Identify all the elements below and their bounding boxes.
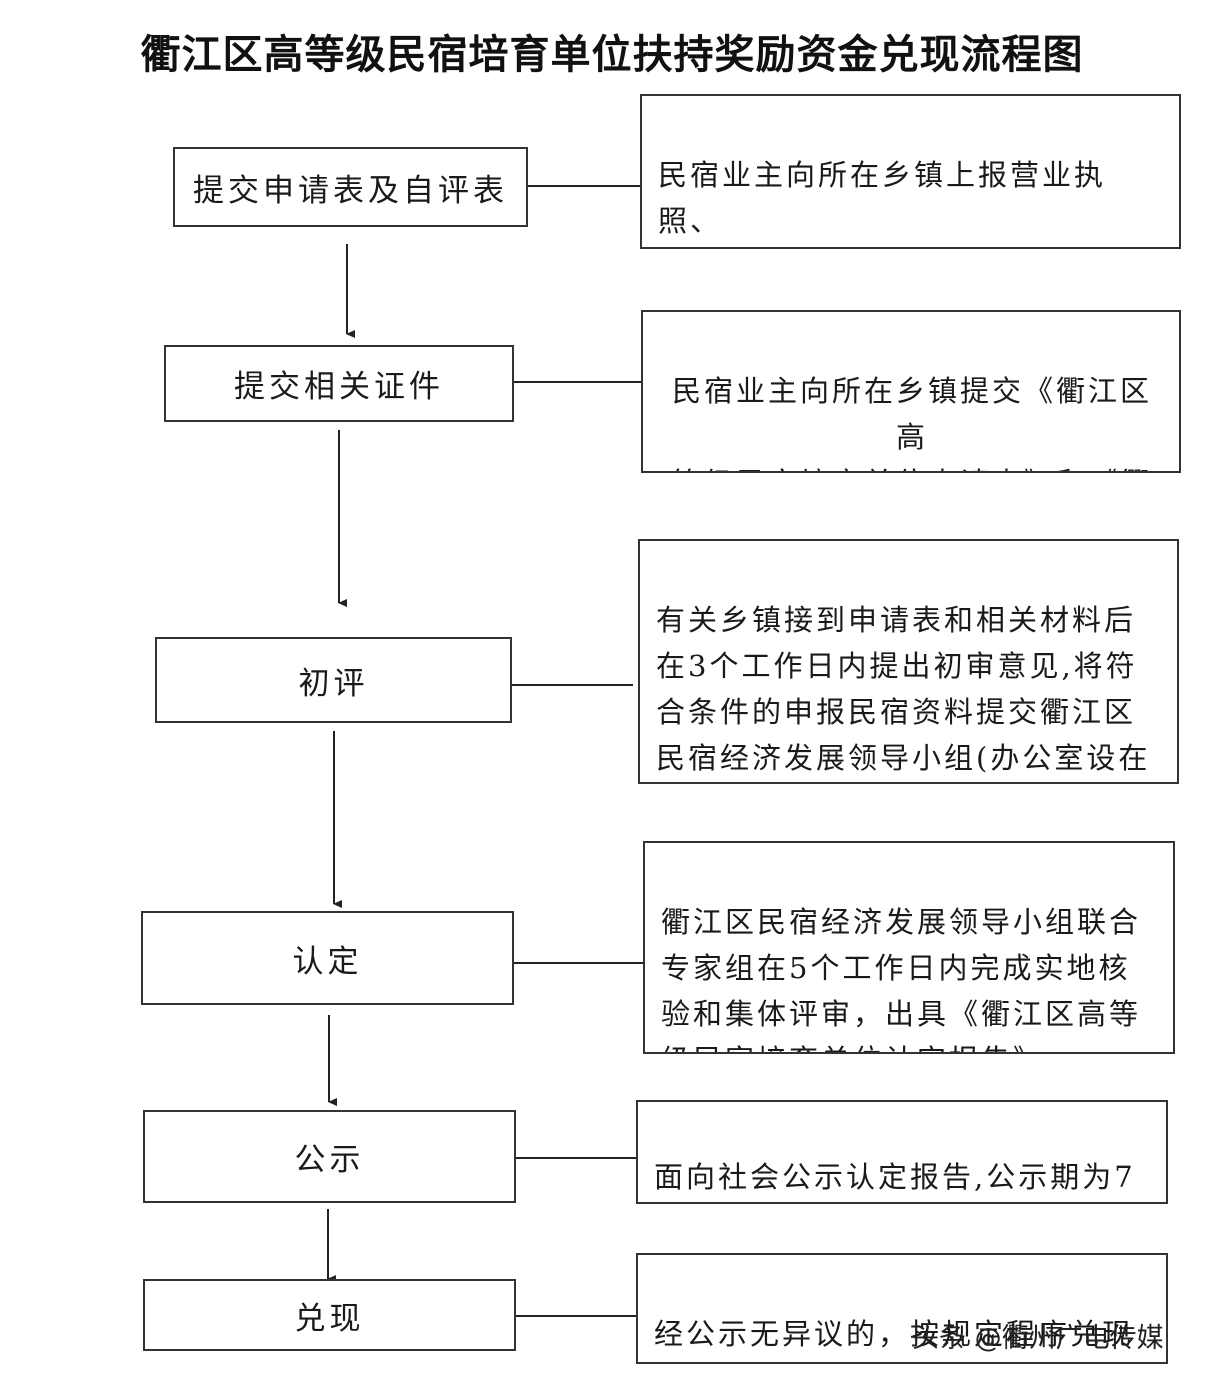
step-box-preliminary-review: 初评 [155,637,512,723]
description-text: 有关乡镇接到申请表和相关材料后 在3个工作日内提出初审意见,将符 合条件的申报民… [656,603,1151,775]
description-text: 衢江区民宿经济发展领导小组联合 专家组在5个工作日内完成实地核 验和集体评审，出… [661,905,1142,1052]
step-box-submit-application: 提交申请表及自评表 [173,147,528,227]
description-box-certification: 衢江区民宿经济发展领导小组联合 专家组在5个工作日内完成实地核 验和集体评审，出… [643,841,1175,1054]
step-label: 兑现 [294,1300,365,1337]
description-text: 面向社会公示认定报告,公示期为7 个工作日 [654,1160,1136,1194]
step-box-certification: 认定 [141,911,514,1005]
description-text: 经公示无异议的，按规定程序兑现 扶持奖励资金 [654,1317,1135,1351]
description-box-public-notice: 面向社会公示认定报告,公示期为7 个工作日 [636,1100,1168,1204]
step-label: 公示 [294,1142,365,1178]
description-box-preliminary-review: 有关乡镇接到申请表和相关材料后 在3个工作日内提出初审意见,将符 合条件的申报民… [638,539,1179,784]
step-label: 认定 [292,943,363,980]
step-box-public-notice: 公示 [143,1110,516,1203]
description-box-submit-application: 民宿业主向所在乡镇上报营业执照、 特种行业经营许可证、卫生许可证、 食品经营许可… [640,94,1181,249]
step-label: 提交相关证件 [234,369,444,405]
description-box-payout: 经公示无异议的，按规定程序兑现 扶持奖励资金 [636,1253,1168,1364]
description-text: 民宿业主向所在乡镇提交《衢江区高 等级民宿培育单位申请表》和《衢江 区高等级民宿… [671,374,1152,471]
description-box-submit-certificates: 民宿业主向所在乡镇提交《衢江区高 等级民宿培育单位申请表》和《衢江 区高等级民宿… [641,310,1181,473]
step-label: 初评 [298,665,369,702]
step-box-payout: 兑现 [143,1279,516,1351]
step-box-submit-certificates: 提交相关证件 [164,345,514,422]
description-text: 民宿业主向所在乡镇上报营业执照、 特种行业经营许可证、卫生许可证、 食品经营许可… [658,158,1107,238]
step-label: 提交申请表及自评表 [193,172,508,209]
page-title: 衢江区高等级民宿培育单位扶持奖励资金兑现流程图 [140,31,1084,78]
watermark: 头条 @衢州广电传媒 [912,1323,1164,1354]
